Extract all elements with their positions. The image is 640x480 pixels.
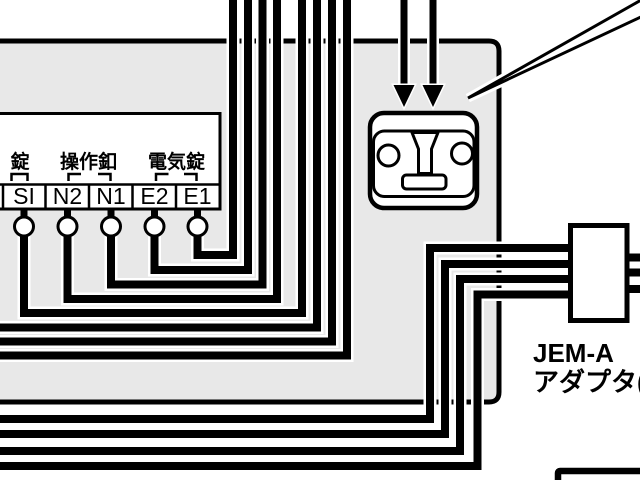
jema-adapter-label-line2: アダプタ(: [533, 367, 640, 397]
terminal-screws: [13, 208, 209, 238]
terminal-block: 錠 操作釦 電気錠 SI N2 N1 E2 E1: [0, 112, 222, 211]
screw-si: [13, 215, 35, 238]
group-label-operation-button: 操作釦: [60, 150, 117, 173]
terminal-cell-n1: N1: [96, 183, 125, 209]
group-label-lock: 錠: [10, 150, 29, 173]
group-label-electric-lock: 電気錠: [148, 150, 205, 173]
jema-adapter-box: [568, 223, 640, 323]
down-arrow-right-icon: [420, 0, 446, 111]
screw-n2: [56, 215, 79, 238]
screw-e2: [143, 215, 166, 238]
screw-e1: [186, 215, 209, 238]
terminal-cell-e2: E2: [140, 183, 168, 209]
terminal-cell-si: SI: [13, 183, 35, 209]
bracket-electric-lock: [154, 172, 198, 181]
bottom-right-box: [554, 467, 640, 480]
terminal-cell-e1: E1: [183, 183, 211, 209]
bracket-lock: [10, 172, 29, 181]
screw-n1: [100, 215, 122, 238]
bracket-operation-button: [67, 172, 112, 181]
jema-adapter-label-line1: JEM-A: [533, 338, 614, 368]
terminal-cell-n2: N2: [53, 183, 82, 209]
callout-pointer-line: [465, 0, 640, 103]
jack-connector-icon: [367, 110, 480, 211]
down-arrow-left-icon: [391, 0, 417, 111]
